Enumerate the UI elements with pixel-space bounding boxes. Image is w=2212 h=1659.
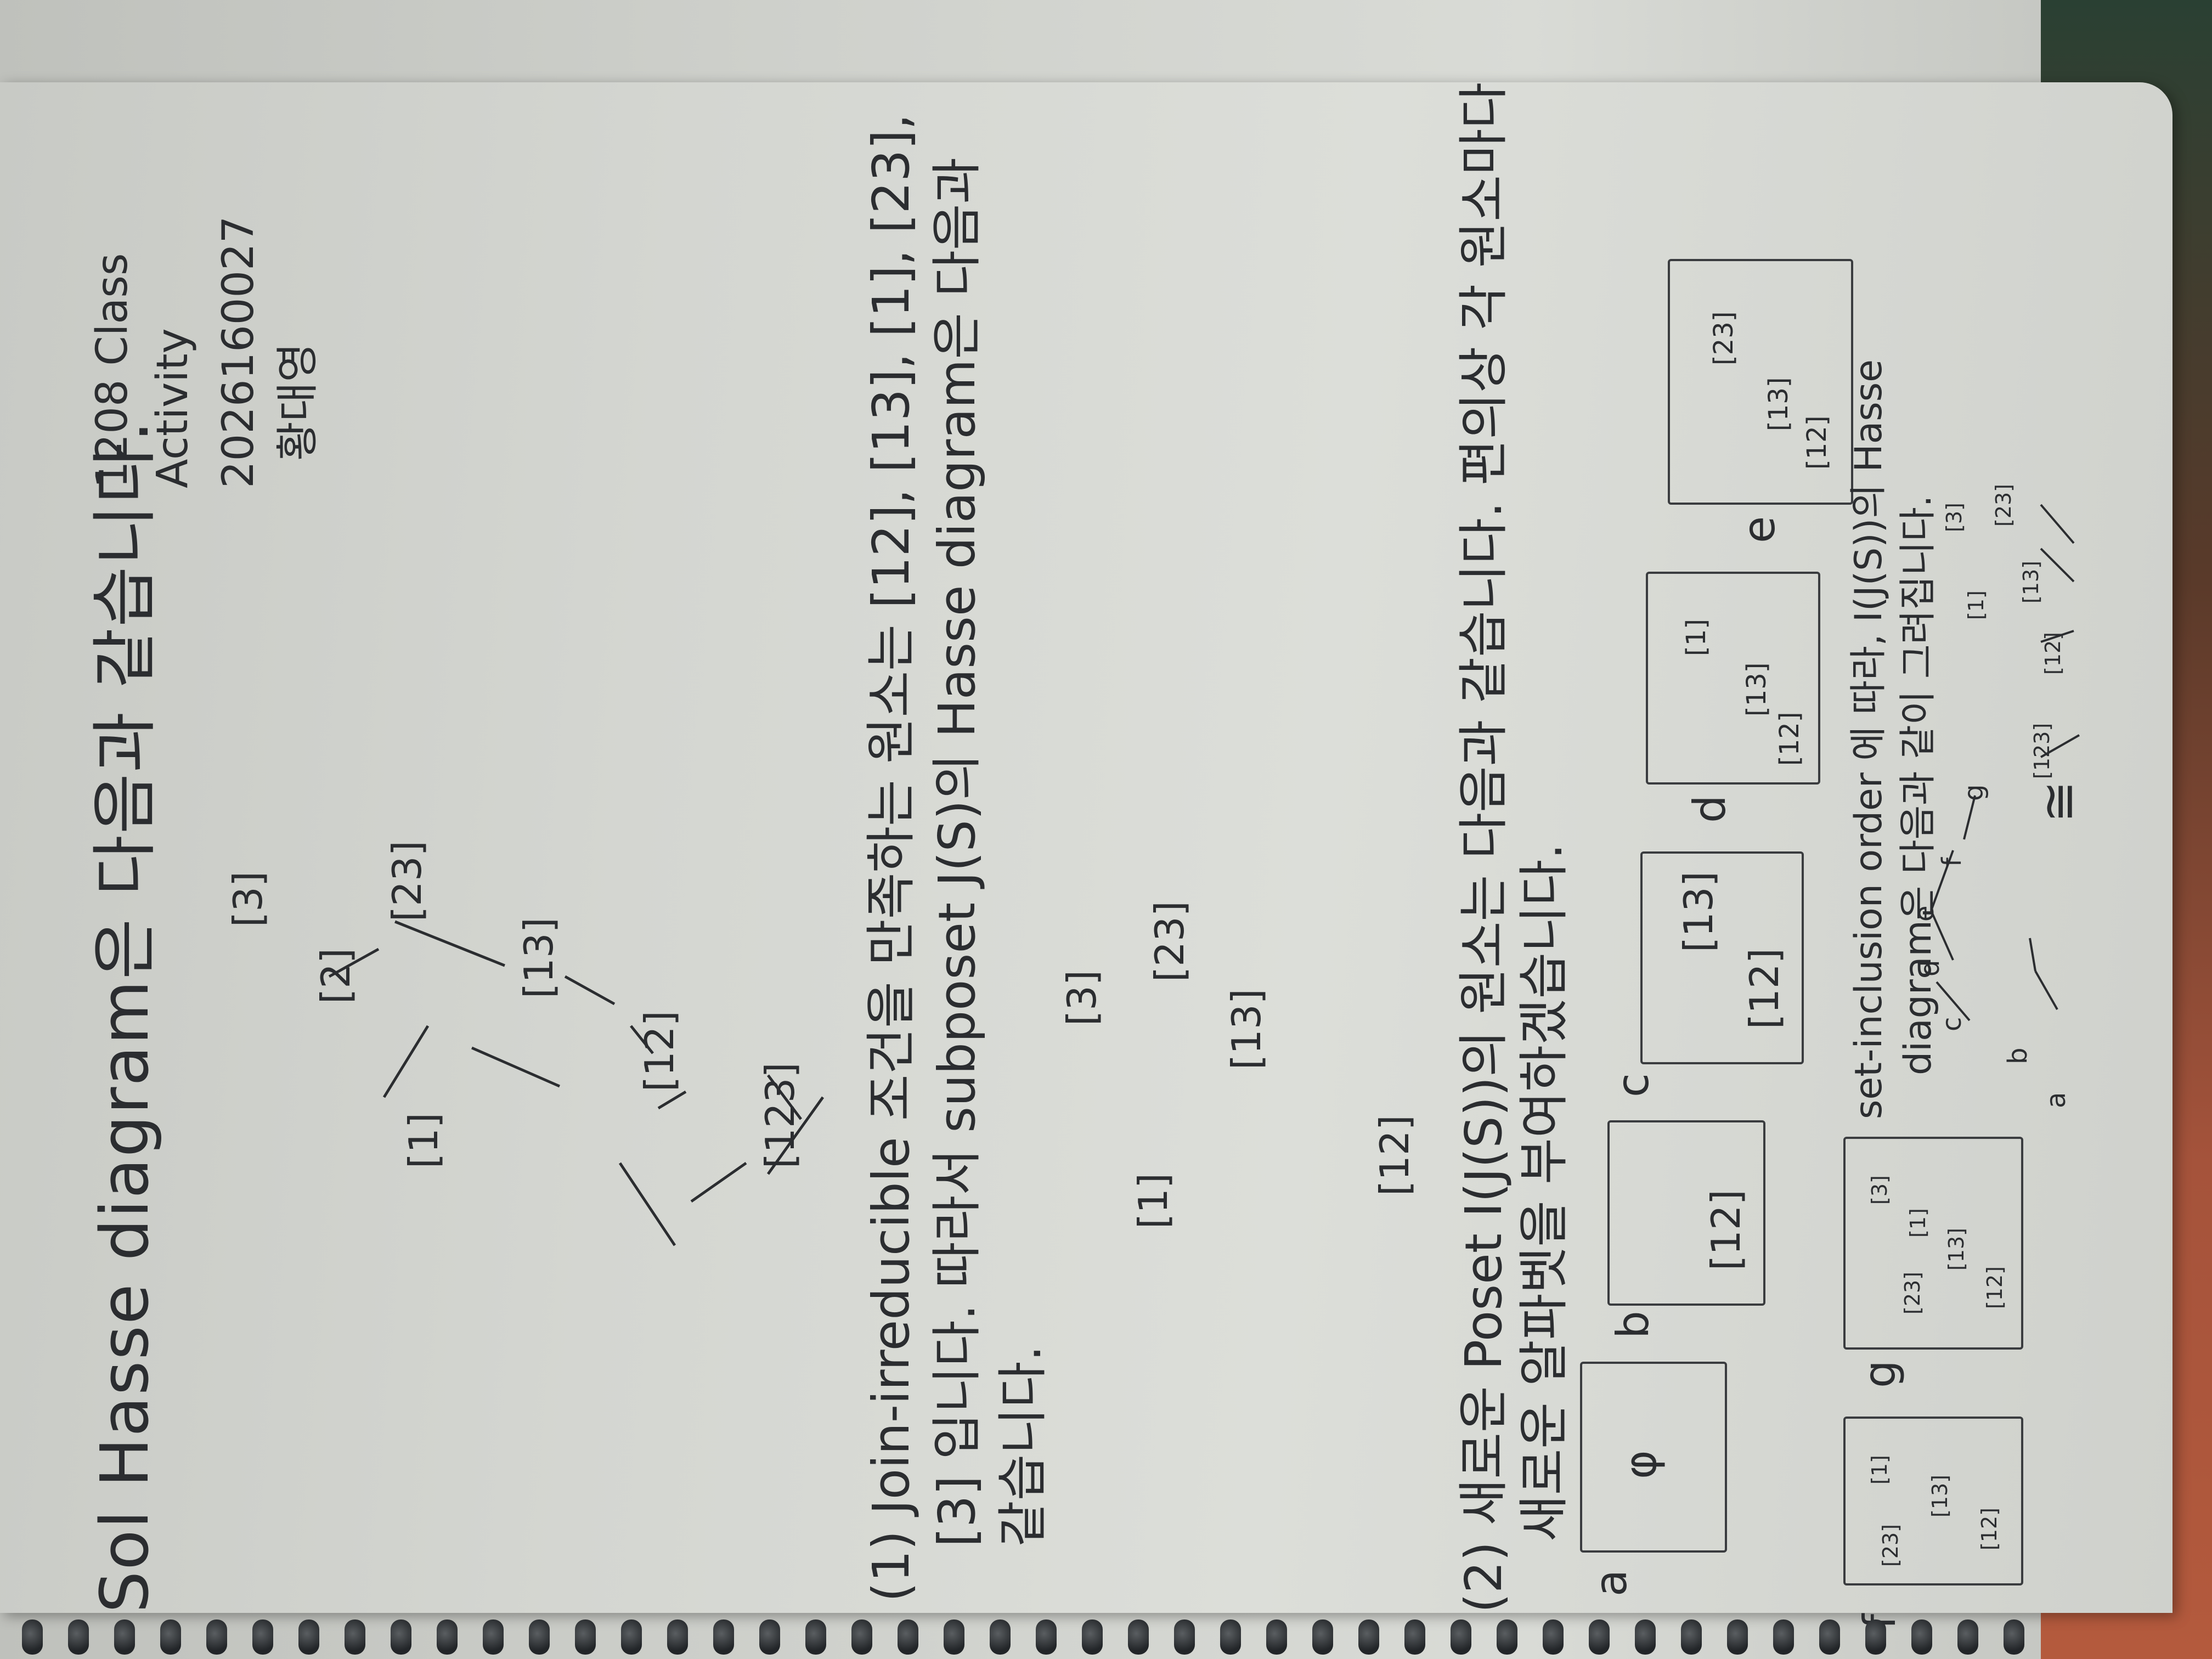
- binding-ring: [1957, 1620, 1978, 1655]
- binding-ring: [1082, 1620, 1103, 1655]
- final-node-12: [12]: [2041, 631, 2065, 675]
- final-node-3: [3]: [1942, 503, 1966, 532]
- binding-ring: [575, 1620, 596, 1655]
- notebook-page: [0, 82, 2172, 1613]
- binding-ring: [898, 1620, 918, 1655]
- binding-ring: [22, 1620, 43, 1655]
- binding-ring: [68, 1620, 89, 1655]
- chain-e: e: [1909, 905, 1940, 922]
- final-node-123: [123]: [2030, 723, 2054, 779]
- chain-diagram: [1930, 504, 2080, 1022]
- chain-d: d: [1915, 960, 1945, 977]
- final-node-13: [13]: [2019, 560, 2043, 603]
- binding-ring: [667, 1620, 688, 1655]
- binding-ring: [298, 1620, 319, 1655]
- chain-b: b: [2002, 1047, 2033, 1064]
- binding-ring: [1266, 1620, 1287, 1655]
- binding-ring: [529, 1620, 550, 1655]
- binding-ring: [1036, 1620, 1057, 1655]
- binding-ring: [345, 1620, 365, 1655]
- isomorphic-symbol: ≅: [2030, 780, 2089, 823]
- binding-ring: [1312, 1620, 1333, 1655]
- binding-ring: [1543, 1620, 1564, 1655]
- binding-ring: [944, 1620, 964, 1655]
- hasse-diagram-s: [328, 920, 825, 1246]
- binding-ring: [1681, 1620, 1702, 1655]
- binding-ring: [2004, 1620, 2024, 1655]
- binding-ring: [1497, 1620, 1517, 1655]
- binding-ring: [114, 1620, 135, 1655]
- binding-ring: [437, 1620, 458, 1655]
- binding-ring: [1404, 1620, 1425, 1655]
- binding-ring: [713, 1620, 734, 1655]
- binding-ring: [391, 1620, 411, 1655]
- binding-ring: [805, 1620, 826, 1655]
- chain-f: f: [1937, 857, 1967, 867]
- final-node-1: [1]: [1964, 590, 1988, 620]
- handwritten-content: Sol Hasse diagram은 다음과 같습니다. 1208 Class …: [55, 33, 2089, 1646]
- binding-ring: [1773, 1620, 1794, 1655]
- binding-ring: [621, 1620, 642, 1655]
- binding-ring: [160, 1620, 181, 1655]
- binding-ring: [206, 1620, 227, 1655]
- binding-ring: [483, 1620, 504, 1655]
- binding-ring: [1128, 1620, 1149, 1655]
- binding-ring: [851, 1620, 872, 1655]
- binding-ring: [1589, 1620, 1610, 1655]
- binding-ring: [1635, 1620, 1656, 1655]
- binding-ring: [759, 1620, 780, 1655]
- chain-c: c: [1937, 1017, 1967, 1031]
- binding-ring: [1220, 1620, 1241, 1655]
- chain-g: g: [1959, 784, 1989, 801]
- binding-ring: [1174, 1620, 1195, 1655]
- binding-ring: [990, 1620, 1011, 1655]
- binding-ring: [1451, 1620, 1471, 1655]
- binding-ring: [1727, 1620, 1748, 1655]
- binding-ring: [1911, 1620, 1932, 1655]
- final-node-23: [23]: [1991, 483, 2016, 527]
- spiral-binding: [0, 1599, 2085, 1659]
- binding-ring: [252, 1620, 273, 1655]
- binding-ring: [1819, 1620, 1840, 1655]
- binding-ring: [1865, 1620, 1886, 1655]
- chain-a: a: [2041, 1092, 2072, 1108]
- binding-ring: [1358, 1620, 1379, 1655]
